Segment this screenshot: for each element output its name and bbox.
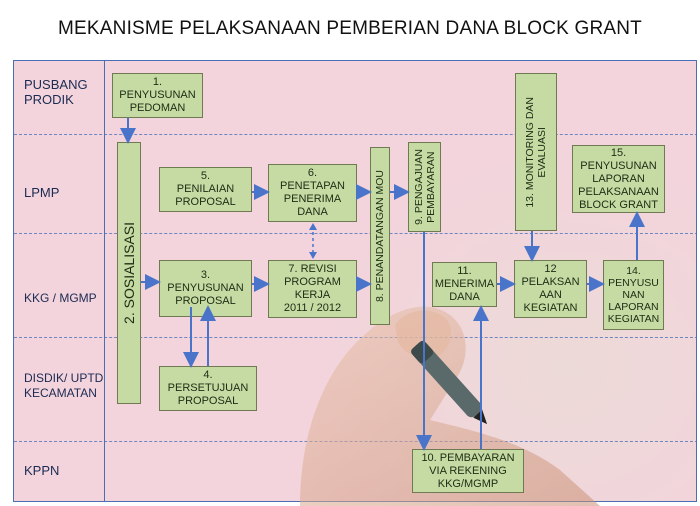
- step-10-box: 10. PEMBAYARAN VIA REKENING KKG/MGMP: [412, 449, 524, 493]
- lane-label-pusbang: PUSBANG PRODIK: [24, 77, 88, 107]
- dashed-arrowhead-up: [309, 223, 317, 230]
- lane-header-divider: [104, 61, 105, 501]
- step-5-box: 5. PENILAIAN PROPOSAL: [159, 167, 252, 212]
- step-15-box: 15. PENYUSUNAN LAPORAN PELAKSANAAN BLOCK…: [572, 145, 665, 213]
- dashed-arrowhead-down: [309, 252, 317, 259]
- lane-divider: [14, 233, 696, 234]
- step-7-box: 7. REVISI PROGRAM KERJA 2011 / 2012: [268, 260, 357, 318]
- step-2-box: 2. SOSIALISASI: [117, 142, 141, 404]
- lane-label-disdik: DISDIK/ UPTD KECAMATAN: [24, 371, 104, 400]
- lane-label-kkg: KKG / MGMP: [24, 291, 97, 305]
- step-3-box: 3. PENYUSUNAN PROPOSAL: [159, 260, 252, 317]
- step-12-box: 12 PELAKSAN AAN KEGIATAN: [514, 260, 587, 318]
- lane-divider: [14, 134, 696, 135]
- step-1-box: 1. PENYUSUNAN PEDOMAN: [112, 73, 203, 118]
- step-8-box: 8. PENANDATANGAN MOU: [370, 147, 390, 325]
- step-14-box: 14. PENYUSU NAN LAPORAN KEGIATAN: [603, 260, 664, 330]
- lane-divider: [14, 337, 696, 338]
- step-11-box: 11. MENERIMA DANA: [432, 262, 497, 307]
- step-6-box: 6. PENETAPAN PENERIMA DANA: [268, 164, 357, 222]
- step-9-box: 9. PENGAJUAN PEMBAYARAN: [408, 142, 441, 232]
- lane-label-lpmp: LPMP: [24, 185, 60, 200]
- diagram-title: MEKANISME PELAKSANAAN PEMBERIAN DANA BLO…: [58, 18, 642, 39]
- lane-label-kppn: KPPN: [24, 463, 60, 478]
- step-4-box: 4. PERSETUJUAN PROPOSAL: [159, 366, 257, 411]
- step-13-box: 13. MONITORING DAN EVALUASI: [515, 73, 557, 231]
